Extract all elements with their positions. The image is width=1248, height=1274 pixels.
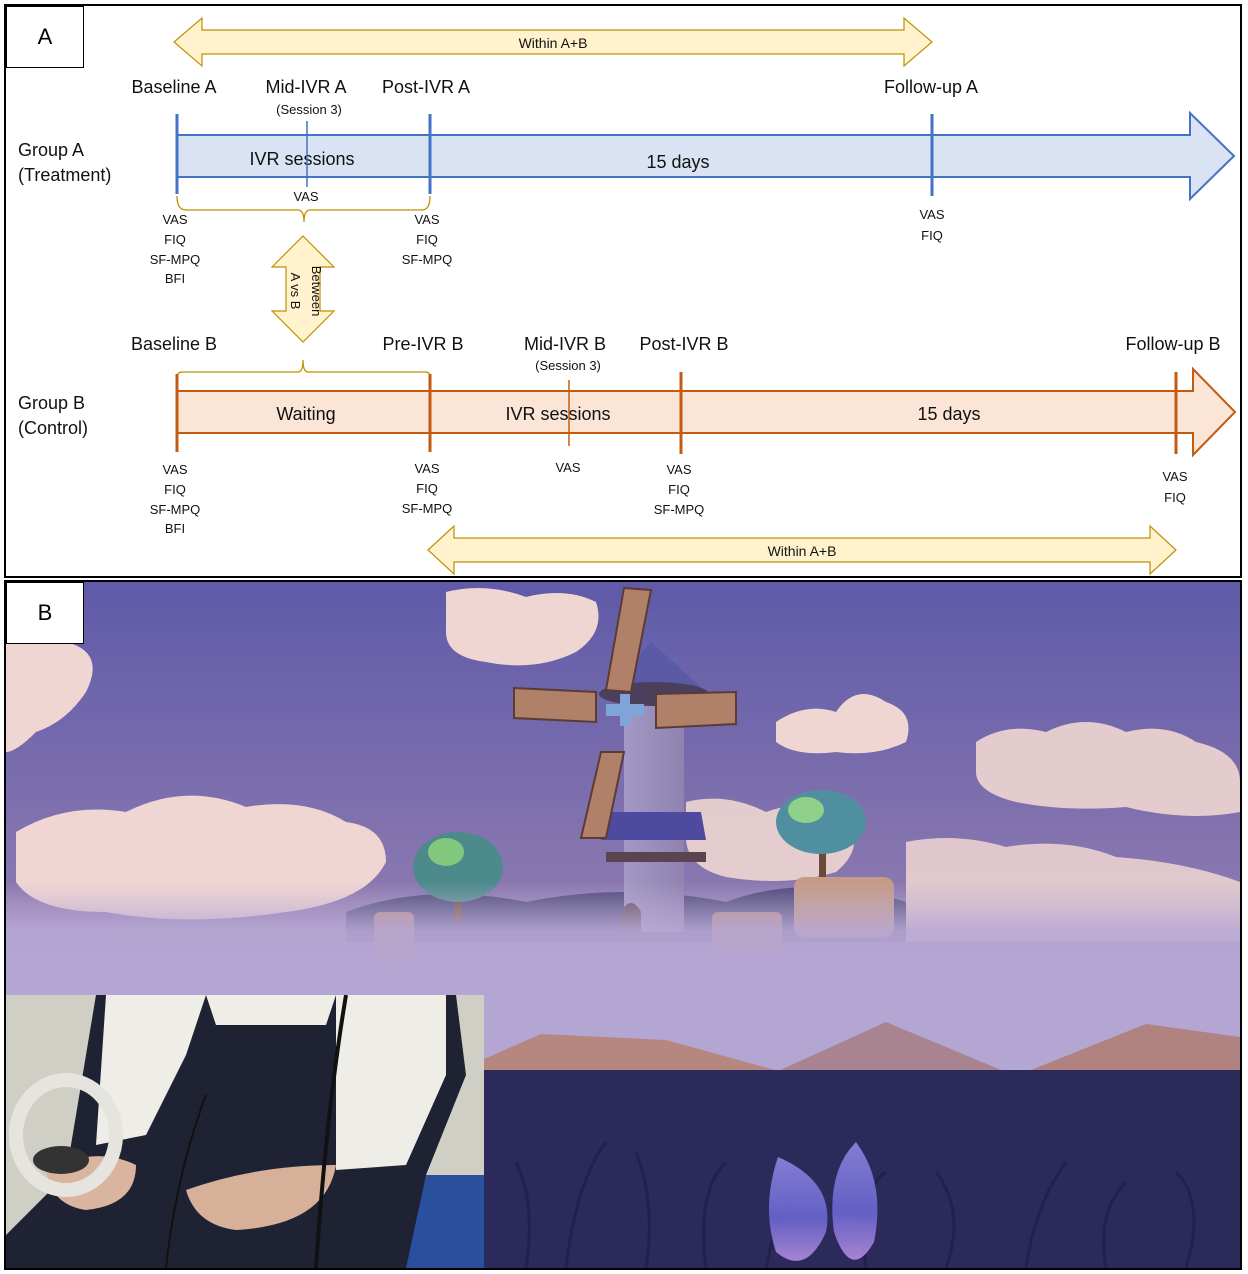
group-b-timeline-arrow xyxy=(176,366,1237,458)
group-b-sublabel: (Control) xyxy=(18,418,88,438)
group-a-segment-ivr: IVR sessions xyxy=(249,149,354,169)
measure-post-a-vas: VAS xyxy=(414,212,439,227)
measure-follow-a-fiq: FIQ xyxy=(921,228,943,243)
sensor-cable xyxy=(314,995,348,1268)
panel-a-study-timeline: Within A+B Baseline A Mid-IVR A (Session… xyxy=(4,4,1242,578)
group-a-segment-15-days: 15 days xyxy=(646,152,709,172)
brace-group-a xyxy=(176,195,431,223)
crystal xyxy=(768,1142,878,1261)
timepoint-follow-up-a: Follow-up A xyxy=(884,77,978,97)
group-a-timeline-arrow xyxy=(176,110,1236,202)
measure-baseline-a-vas: VAS xyxy=(162,212,187,227)
right-sleeve xyxy=(336,995,446,1170)
measure-baseline-a-bfi: BFI xyxy=(165,271,185,286)
participant-inset-photo xyxy=(6,995,484,1268)
measure-pre-b-sfmpq: SF-MPQ xyxy=(402,501,453,516)
between-arrow xyxy=(270,235,336,343)
within-top-arrow xyxy=(173,16,933,68)
measure-pre-b-vas: VAS xyxy=(414,461,439,476)
right-hand xyxy=(186,1165,336,1230)
timepoint-follow-up-b: Follow-up B xyxy=(1125,334,1220,354)
between-label-line1: Between xyxy=(309,266,324,317)
between-label-line2: A vs B xyxy=(288,273,303,310)
measure-pre-b-fiq: FIQ xyxy=(416,481,438,496)
group-a-label: Group A xyxy=(18,140,84,160)
measure-baseline-b-vas: VAS xyxy=(162,462,187,477)
timepoint-post-ivr-a: Post-IVR A xyxy=(382,77,470,97)
timepoint-baseline-b: Baseline B xyxy=(131,334,217,354)
panel-b-label: B xyxy=(6,582,84,644)
measure-mid-b-vas: VAS xyxy=(555,460,580,475)
group-a-sublabel: (Treatment) xyxy=(18,165,111,185)
within-bottom-arrow xyxy=(427,524,1177,576)
group-b-segment-waiting: Waiting xyxy=(276,404,335,424)
timepoint-mid-ivr-a-subtitle: (Session 3) xyxy=(276,102,342,117)
timepoint-baseline-a: Baseline A xyxy=(131,77,216,97)
measure-baseline-a-fiq: FIQ xyxy=(164,232,186,247)
measure-post-b-vas: VAS xyxy=(666,462,691,477)
measure-post-a-sfmpq: SF-MPQ xyxy=(402,252,453,267)
within-bottom-label: Within A+B xyxy=(768,543,837,559)
mountains xyxy=(482,1022,1240,1077)
timepoint-post-ivr-b: Post-IVR B xyxy=(639,334,728,354)
timepoint-mid-ivr-b: Mid-IVR B xyxy=(524,334,606,354)
timepoint-mid-ivr-b-subtitle: (Session 3) xyxy=(535,358,601,373)
measure-baseline-b-fiq: FIQ xyxy=(164,482,186,497)
brace-group-b xyxy=(176,359,431,379)
measure-follow-b-fiq: FIQ xyxy=(1164,490,1186,505)
measure-follow-b-vas: VAS xyxy=(1162,469,1187,484)
participant-illustration xyxy=(6,995,484,1268)
timeline-diagram: Within A+B Baseline A Mid-IVR A (Session… xyxy=(18,16,1237,576)
vr-controller xyxy=(9,1073,123,1197)
measure-baseline-b-sfmpq: SF-MPQ xyxy=(150,502,201,517)
timepoint-pre-ivr-b: Pre-IVR B xyxy=(382,334,463,354)
measure-mid-a-vas: VAS xyxy=(293,189,318,204)
measure-baseline-b-bfi: BFI xyxy=(165,521,185,536)
within-top-label: Within A+B xyxy=(519,35,588,51)
measure-post-b-sfmpq: SF-MPQ xyxy=(654,502,705,517)
panel-b-vr-scene: B xyxy=(4,580,1242,1270)
group-b-segment-15-days: 15 days xyxy=(917,404,980,424)
group-b-label: Group B xyxy=(18,393,85,413)
panel-a-label: A xyxy=(6,6,84,68)
left-sleeve xyxy=(96,995,206,1145)
measure-post-a-fiq: FIQ xyxy=(416,232,438,247)
timepoint-mid-ivr-a: Mid-IVR A xyxy=(265,77,346,97)
measure-baseline-a-sfmpq: SF-MPQ xyxy=(150,252,201,267)
group-b-segment-ivr: IVR sessions xyxy=(505,404,610,424)
measure-follow-a-vas: VAS xyxy=(919,207,944,222)
measure-post-b-fiq: FIQ xyxy=(668,482,690,497)
